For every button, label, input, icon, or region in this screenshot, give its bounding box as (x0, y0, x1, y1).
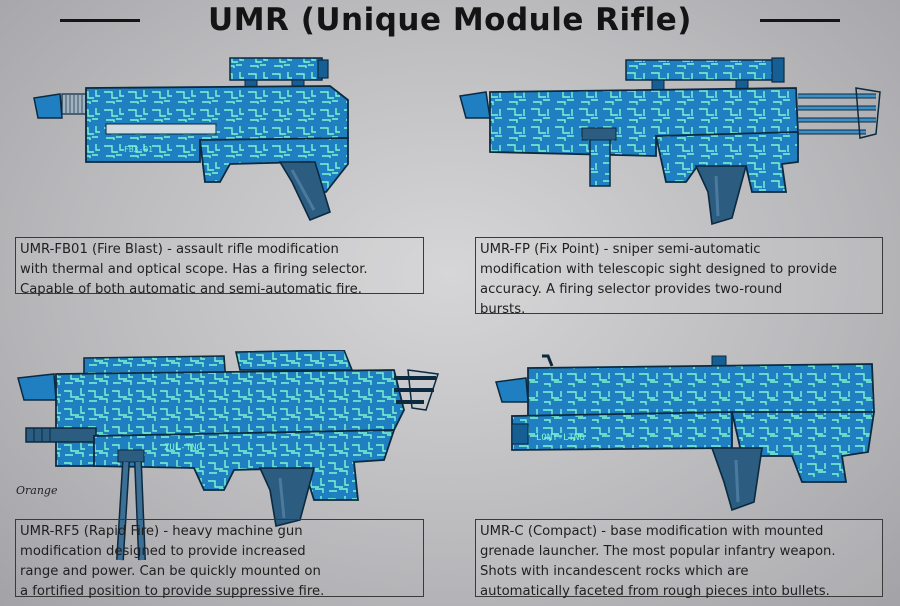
weapon-umr-rf5-image: ZUL-TNG (17, 350, 439, 561)
desc-line: bursts. (480, 302, 526, 317)
title-divider-right (760, 19, 840, 22)
desc-line: grenade launcher. The most popular infan… (480, 544, 836, 559)
weapon-c-engraving: LONT-LTNG (536, 433, 585, 443)
artist-signature: Orange (16, 484, 58, 497)
desc-box-umr-fb01: UMR-FB01 (Fire Blast) - assault rifle mo… (15, 237, 424, 297)
title-bar: UMR (Unique Module Rifle) (0, 0, 900, 40)
desc-line: accuracy. A firing selector provides two… (480, 282, 783, 297)
desc-line: Shots with incandescent rocks which are (480, 564, 749, 579)
desc-box-umr-c: UMR-C (Compact) - base modification with… (475, 519, 883, 599)
weapon-umr-fp-image (459, 57, 881, 226)
desc-line: UMR-RF5 (Rapid Fire) - heavy machine gun (20, 524, 303, 539)
desc-box-umr-fp: UMR-FP (Fix Point) - sniper semi-automat… (475, 237, 883, 317)
desc-line: modification with telescopic sight desig… (480, 262, 837, 277)
desc-line: UMR-FP (Fix Point) - sniper semi-automat… (480, 242, 761, 257)
page-title: UMR (Unique Module Rifle) (208, 2, 692, 38)
weapon-umr-c-image: LONT-LTNG (495, 354, 876, 512)
desc-line: automatically faceted from rough pieces … (480, 584, 830, 599)
desc-line: with thermal and optical scope. Has a fi… (20, 262, 368, 277)
weapon-rf5-engraving: ZUL-TNG (164, 443, 202, 453)
weapon-umr-fb01-image: FB3-01 (33, 57, 349, 222)
desc-line: modification designed to provide increas… (20, 544, 306, 559)
title-divider-left (60, 19, 140, 22)
desc-box-umr-rf5: UMR-RF5 (Rapid Fire) - heavy machine gun… (15, 519, 424, 599)
desc-line: Capable of both automatic and semi-autom… (20, 282, 362, 297)
weapon-fb01-engraving: FB3-01 (124, 145, 153, 154)
desc-line: range and power. Can be quickly mounted … (20, 564, 321, 579)
desc-line: a fortified position to provide suppress… (20, 584, 325, 599)
desc-line: UMR-C (Compact) - base modification with… (480, 524, 824, 539)
desc-line: UMR-FB01 (Fire Blast) - assault rifle mo… (20, 242, 339, 257)
